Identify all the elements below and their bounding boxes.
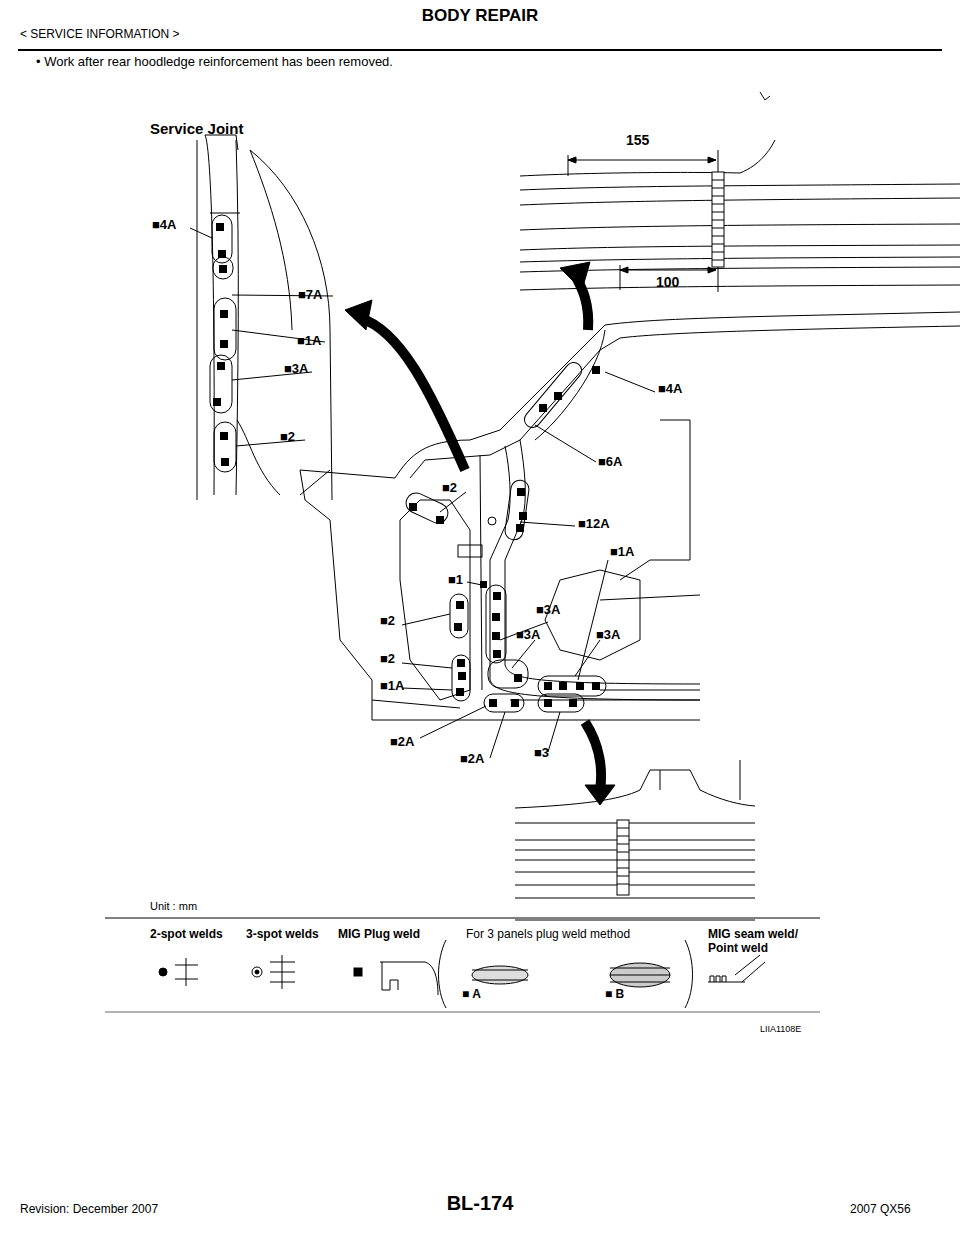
callout-number: ■2A (390, 735, 414, 750)
callout-number: ■7A (298, 288, 322, 303)
page-header: BODY REPAIR (0, 6, 960, 26)
callout-number: ■3A (284, 362, 308, 377)
legend-item: 3-spot welds (246, 928, 319, 942)
legend-item: MIG Plug weld (338, 928, 420, 942)
callout-number: ■1A (380, 679, 404, 694)
legend-text: ■ A (462, 988, 481, 1002)
legend-item: MIG seam weld/ Point weld (708, 928, 818, 956)
section-tag: < SERVICE INFORMATION > (20, 28, 180, 42)
legend-text: MIG Plug weld (338, 928, 420, 942)
callout-number: ■6A (598, 455, 622, 470)
callout-number: ■2 (442, 481, 457, 496)
legend-item: ■ A (462, 988, 481, 1002)
callout-number: ■4A (658, 382, 682, 397)
note-text: • Work after rear hoodledge reinforcemen… (36, 55, 393, 70)
callout-number: ■1A (610, 545, 634, 560)
unit-note: Unit : mm (150, 900, 197, 913)
callout-number: ■2 (380, 614, 395, 629)
model-note: 2007 QX56 (850, 1203, 911, 1217)
callout-number: ■2 (280, 430, 295, 445)
dimension: 100 (656, 274, 679, 290)
legend-text: 2-spot welds (150, 928, 223, 942)
callout-number: ■3A (536, 603, 560, 618)
revision-note: Revision: December 2007 (20, 1203, 158, 1217)
legend-text: ■ B (605, 988, 624, 1002)
callout-number: ■2 (380, 652, 395, 667)
legend-note: For 3 panels plug weld method (466, 928, 630, 942)
legend-text: MIG seam weld/ Point weld (708, 928, 818, 956)
callout-number: ■3A (596, 628, 620, 643)
legend-text: 3-spot welds (246, 928, 319, 942)
callout-number: ■2A (460, 752, 484, 767)
legend-item: 2-spot welds (150, 928, 223, 942)
callout-number: ■1 (448, 573, 463, 588)
callout-number: ■3A (516, 628, 540, 643)
figure-code: LIIA1108E (760, 1024, 801, 1034)
dimension: 155 (626, 132, 649, 148)
callout-number: ■3 (534, 746, 549, 761)
callout-number: ■4A (152, 218, 176, 233)
callout-number: ■12A (578, 517, 610, 532)
inset-heading: Service Joint (150, 120, 243, 137)
legend-item: ■ B (605, 988, 624, 1002)
callout-number: ■1A (297, 334, 321, 349)
